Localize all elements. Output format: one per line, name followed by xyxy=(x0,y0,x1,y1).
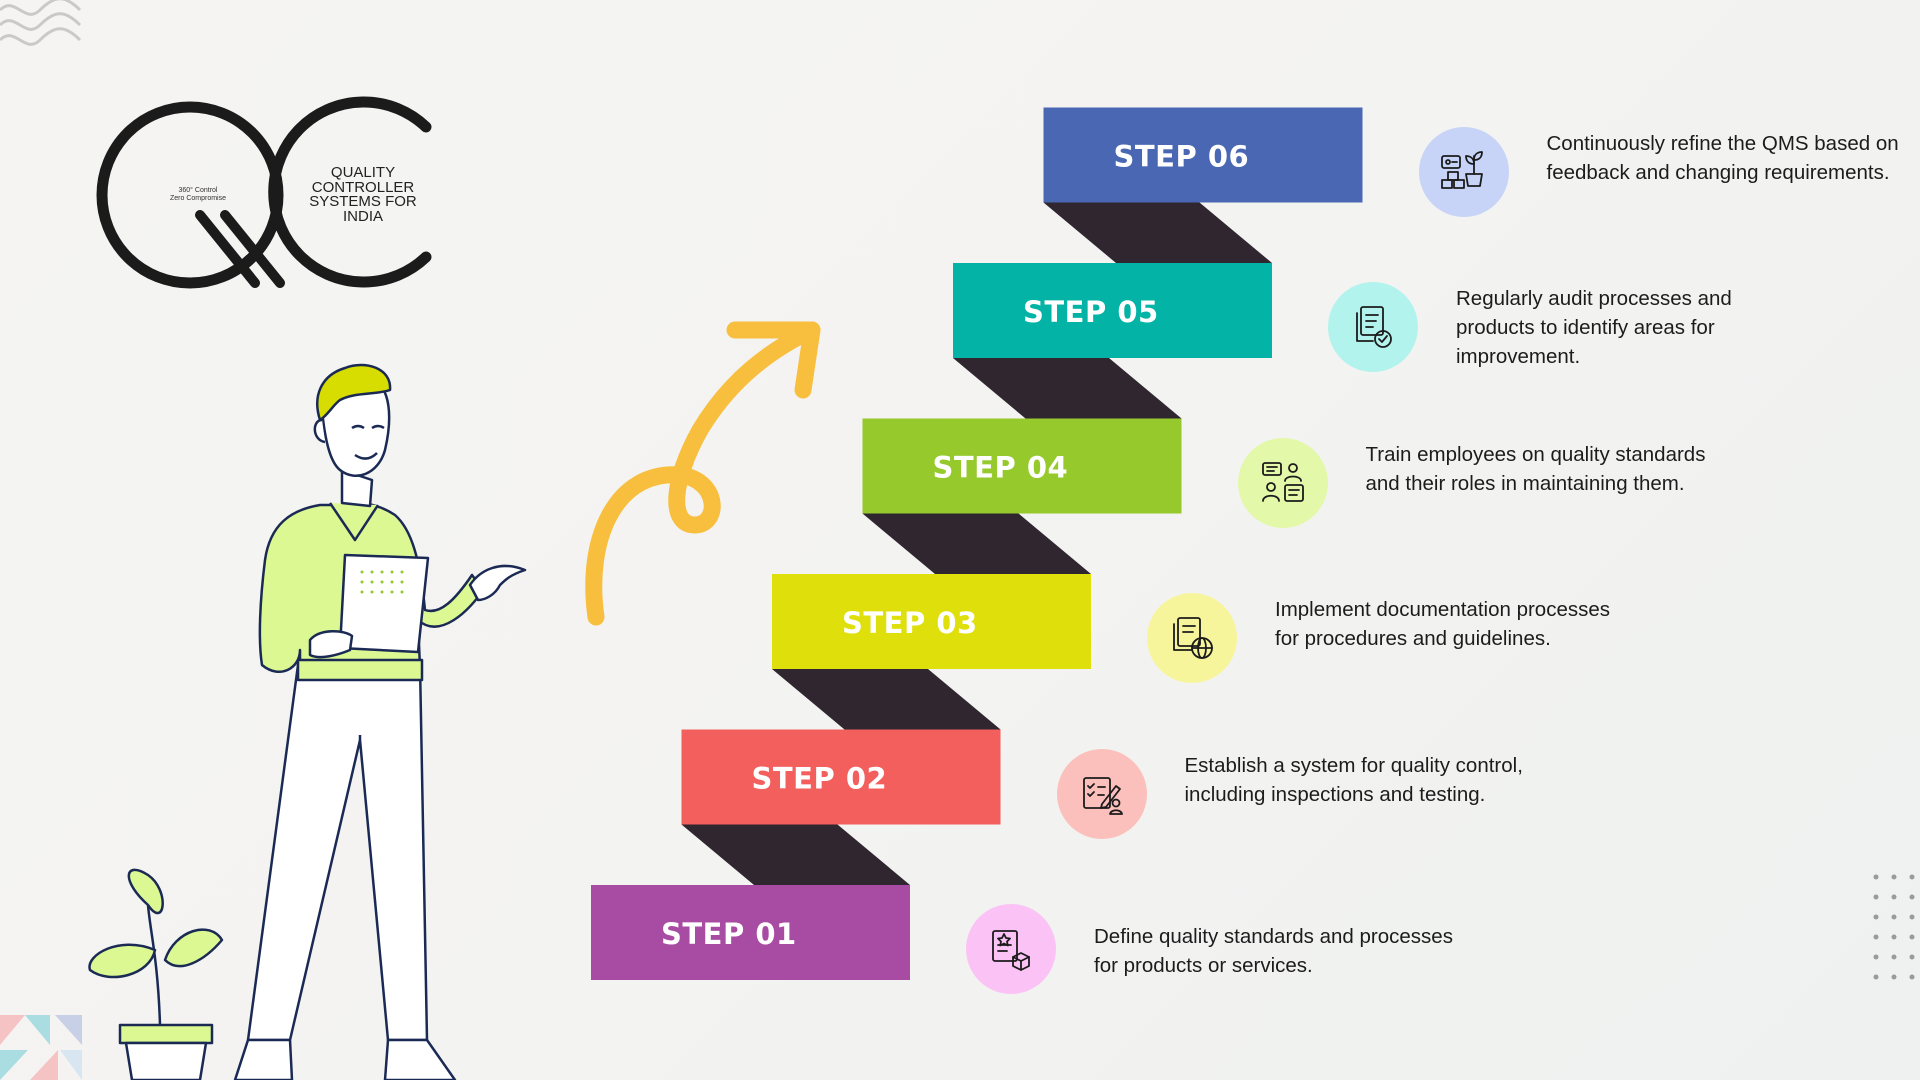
stair-riser xyxy=(681,824,910,885)
logo-q-tail xyxy=(220,210,285,288)
step-block-bg xyxy=(772,574,1091,669)
stair-riser xyxy=(862,513,1091,574)
step-block-bg xyxy=(681,729,1001,825)
step-block-1: STEP 01 xyxy=(591,885,910,980)
man-with-clipboard-illustration xyxy=(233,363,527,1080)
logo-q-tail xyxy=(195,210,260,288)
logo-tagline-2: Zero Compromise xyxy=(170,195,226,202)
step-5-icon-circle xyxy=(1328,282,1418,372)
logo-name-4: INDIA xyxy=(343,208,383,225)
step-5-description: Regularly audit processes and products t… xyxy=(1456,287,1732,368)
checklist-pencil-icon xyxy=(1074,766,1130,822)
wave-decoration xyxy=(0,0,82,46)
step-1-description: Define quality standards and processes f… xyxy=(1094,925,1453,977)
logo-name-2: CONTROLLER xyxy=(312,179,415,196)
stair-riser xyxy=(953,358,1182,419)
step-3-icon-circle xyxy=(1147,593,1237,683)
logo-tagline-1: 360° Control xyxy=(179,186,218,194)
logo-name-3: SYSTEMS FOR xyxy=(309,193,417,210)
step-label: STEP 04 xyxy=(933,451,1069,485)
step-block-5: STEP 05 xyxy=(953,263,1272,358)
dot-grid-decoration xyxy=(1873,874,1915,980)
step-1-icon-circle xyxy=(966,904,1056,994)
step-2-icon-circle xyxy=(1056,748,1147,839)
step-4-description: Train employees on quality standards and… xyxy=(1365,442,1706,495)
step-2-description: Establish a system for quality control, … xyxy=(1184,753,1523,806)
step-block-bg xyxy=(953,263,1272,358)
step-3-description: Implement documentation processes for pr… xyxy=(1275,598,1611,650)
step-label: STEP 05 xyxy=(1023,295,1159,329)
step-block-2: STEP 02 xyxy=(681,729,1001,825)
step-label: STEP 06 xyxy=(1114,140,1250,174)
stair-riser xyxy=(1043,202,1272,263)
document-box-icon xyxy=(983,921,1039,977)
training-people-icon xyxy=(1255,455,1311,511)
logo-name-1: QUALITY xyxy=(331,164,395,181)
step-block-bg xyxy=(862,418,1182,514)
staircase: STEP 01 STEP 02 STEP 03 STEP 04 STEP 05 STEP … xyxy=(591,107,1363,980)
step-4-icon-circle xyxy=(1237,437,1328,528)
logo-c-arc xyxy=(268,96,432,288)
step-block-bg xyxy=(591,885,910,980)
step-block-4: STEP 04 xyxy=(862,418,1182,514)
step-block-bg xyxy=(1043,107,1363,203)
step-6-description: Continuously refine the QMS based on fee… xyxy=(1546,131,1899,184)
step-block-6: STEP 06 xyxy=(1043,107,1363,203)
document-globe-icon xyxy=(1164,610,1220,666)
potted-plant-illustration xyxy=(88,868,224,1080)
triangle-pattern-decoration xyxy=(0,1015,82,1080)
growth-refine-icon xyxy=(1436,144,1492,200)
step-6-icon-circle xyxy=(1418,126,1509,217)
step-label: STEP 01 xyxy=(661,917,797,951)
document-check-icon xyxy=(1345,299,1401,355)
step-label: STEP 03 xyxy=(842,606,978,640)
step-label: STEP 02 xyxy=(752,762,888,796)
step-block-3: STEP 03 xyxy=(772,574,1091,669)
stair-riser xyxy=(772,669,1001,730)
curved-arrow-icon xyxy=(585,321,821,626)
qc-logo: 360° Control Zero Compromise QUALITY CON… xyxy=(96,96,432,289)
